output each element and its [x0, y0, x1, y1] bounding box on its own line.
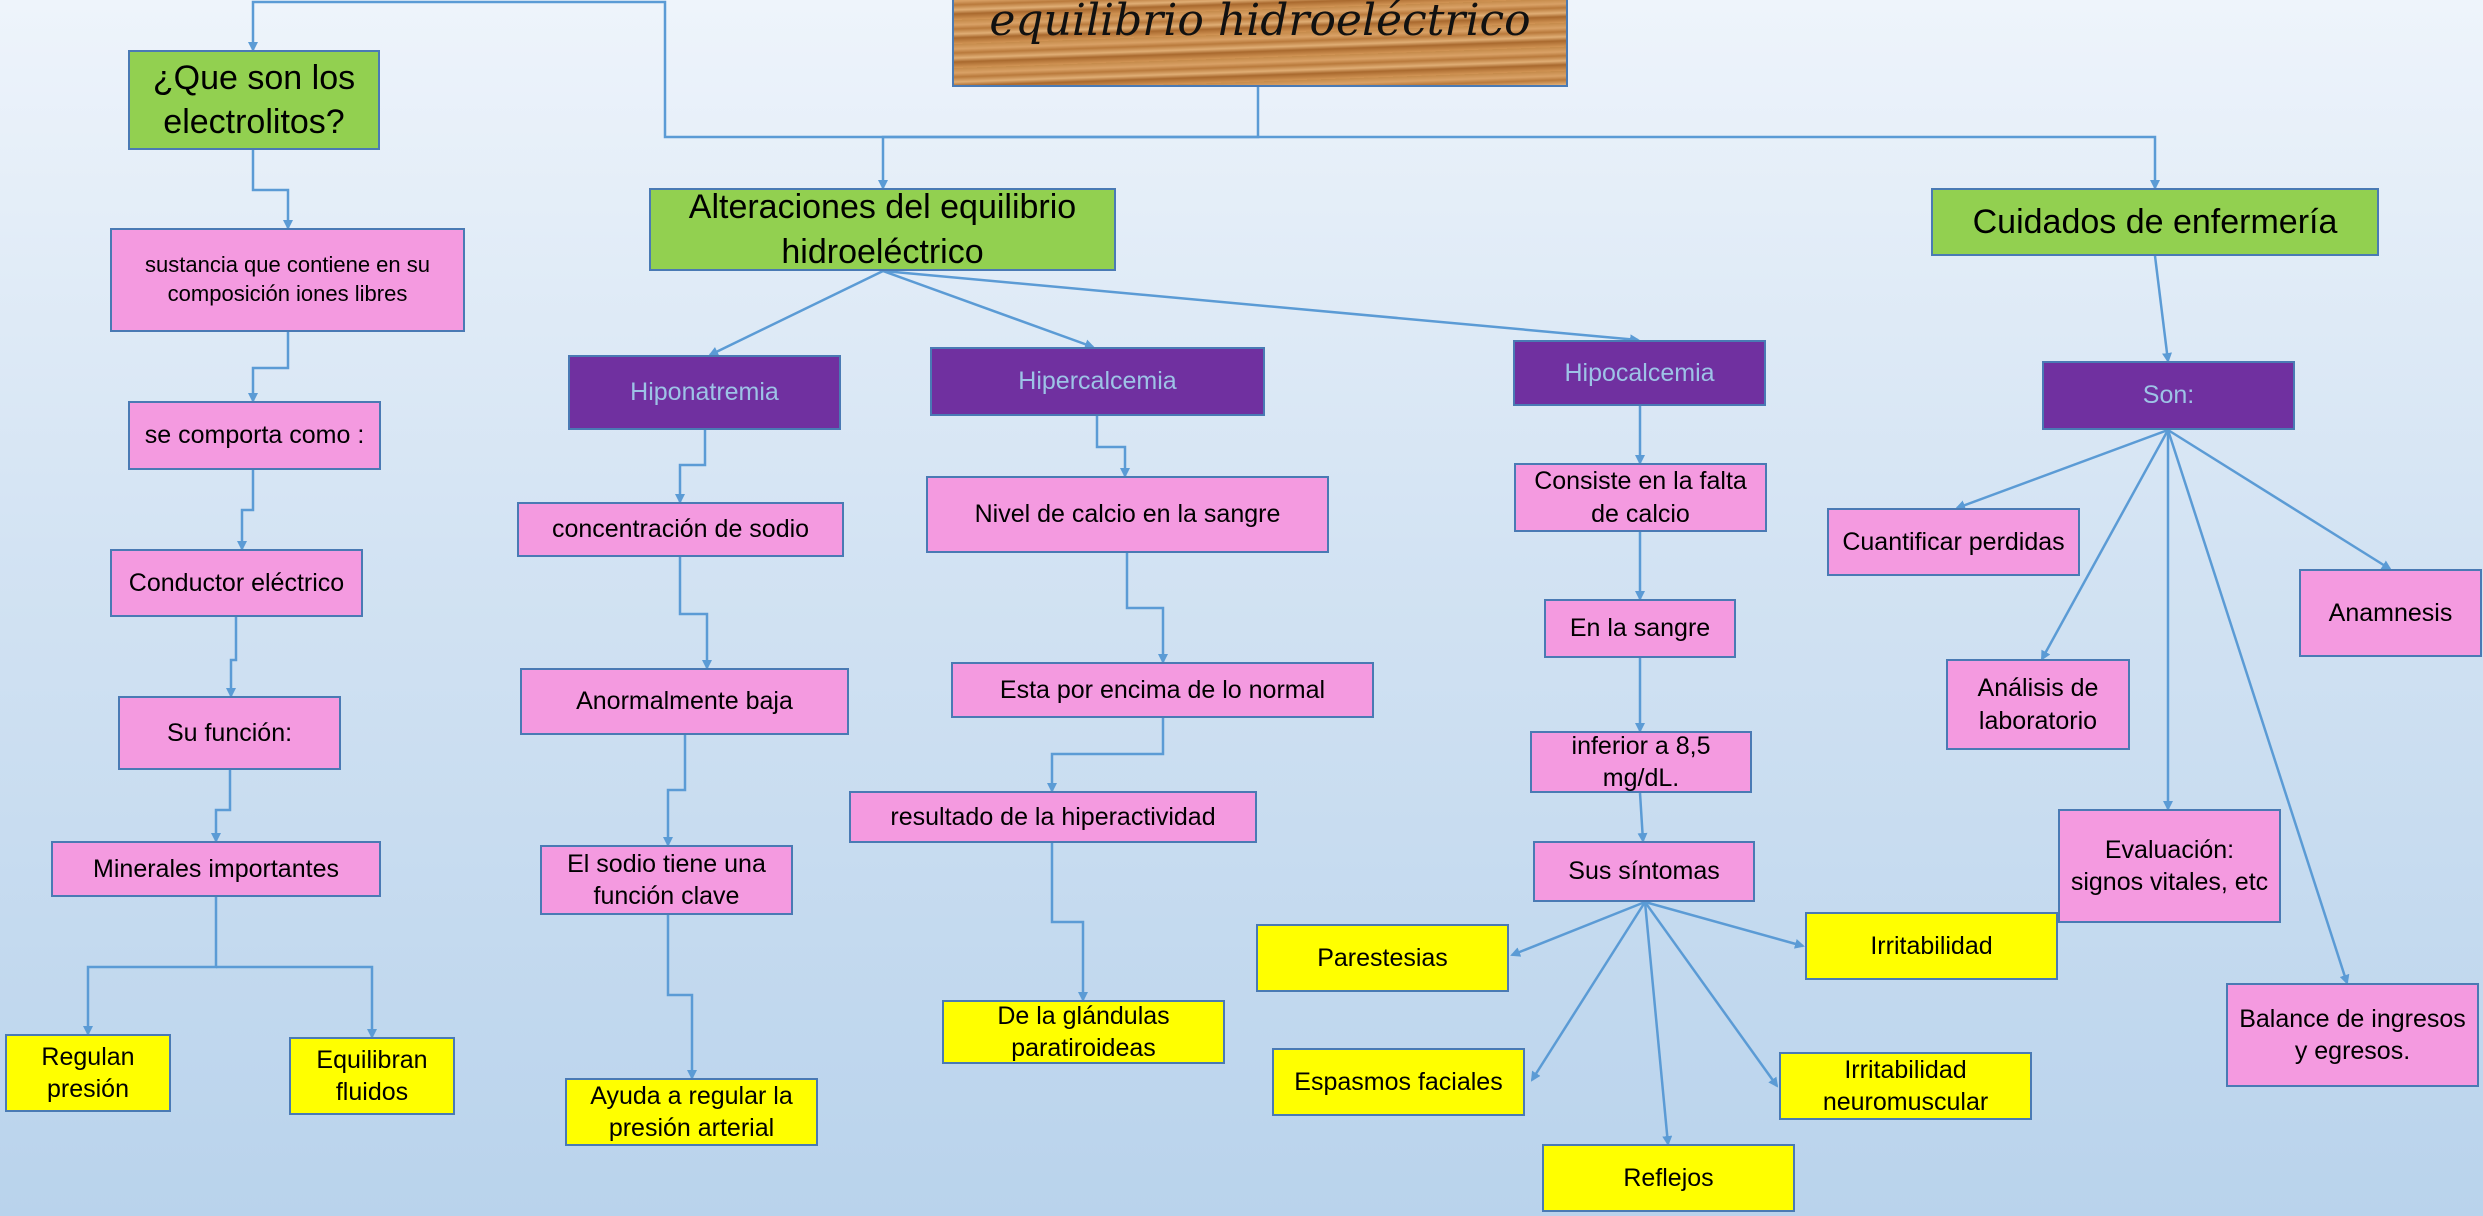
node-irritabilidad-neuromuscular: Irritabilidad neuromuscular — [1779, 1052, 2032, 1120]
title-text: equilibrio hidroeléctrico — [989, 0, 1531, 46]
connector — [83, 897, 218, 1036]
node-concentracion-sodio: concentración de sodio — [517, 502, 844, 557]
node-por-encima-normal: Esta por encima de lo normal — [951, 662, 1374, 718]
node-son: Son: — [2042, 361, 2295, 430]
connector — [1530, 901, 1647, 1082]
connector — [882, 269, 1640, 345]
node-sodio-funcion-clave: El sodio tiene una función clave — [540, 845, 793, 915]
connector — [237, 470, 255, 551]
connector — [1955, 428, 2169, 510]
connector — [708, 269, 884, 357]
connector — [678, 557, 712, 670]
node-hipercalcemia: Hipercalcemia — [930, 347, 1265, 416]
node-equilibran-fluidos: Equilibran fluidos — [289, 1037, 455, 1115]
node-balance-ingresos: Balance de ingresos y egresos. — [2226, 983, 2479, 1087]
connector — [211, 770, 232, 843]
node-sustancia: sustancia que contiene en su composición… — [110, 228, 465, 332]
node-analisis-laboratorio: Análisis de laboratorio — [1946, 659, 2130, 750]
connector — [2166, 429, 2350, 985]
connector — [666, 915, 697, 1080]
connector — [1125, 553, 1168, 664]
node-minerales-importantes: Minerales importantes — [51, 841, 381, 897]
node-se-comporta: se comporta como : — [128, 401, 381, 470]
node-anormalmente-baja: Anormalmente baja — [520, 668, 849, 735]
connector — [248, 0, 1258, 139]
connector — [1047, 718, 1165, 793]
node-glandulas-paratiroideas: De la glándulas paratiroideas — [942, 1000, 1225, 1064]
node-inferior-8-5: inferior a 8,5 mg/dL. — [1530, 731, 1752, 793]
node-irritabilidad: Irritabilidad — [1805, 912, 2058, 980]
node-hipocalcemia: Hipocalcemia — [1513, 340, 1766, 406]
node-cuidados-enfermeria: Cuidados de enfermería — [1931, 188, 2379, 256]
node-regulan-presion: Regulan presión — [5, 1034, 171, 1112]
node-resultado-hiperactividad: resultado de la hiperactividad — [849, 791, 1257, 843]
node-consiste-falta-calcio: Consiste en la falta de calcio — [1514, 463, 1767, 532]
node-cuantificar-perdidas: Cuantificar perdidas — [1827, 508, 2080, 576]
connector — [1510, 900, 1646, 957]
node-que-son-electrolitos: ¿Que son los electrolitos? — [128, 50, 380, 150]
connector — [882, 269, 1095, 349]
node-ayuda-regular: Ayuda a regular la presión arterial — [565, 1078, 818, 1146]
connector — [1643, 901, 1779, 1088]
connector — [1643, 901, 1673, 1146]
title-box: equilibrio hidroeléctrico — [952, 0, 1568, 87]
connector — [1644, 900, 1805, 949]
connector — [2040, 429, 2170, 661]
connector — [251, 150, 293, 230]
connector — [1050, 843, 1088, 1002]
connector — [1095, 416, 1130, 478]
connector — [1258, 135, 2160, 190]
node-hiponatremia: Hiponatremia — [568, 355, 841, 430]
connector — [2153, 255, 2172, 363]
node-espasmos-faciales: Espasmos faciales — [1272, 1048, 1525, 1116]
node-anamnesis: Anamnesis — [2299, 569, 2482, 657]
node-parestesias: Parestesias — [1256, 924, 1509, 992]
connector — [1637, 792, 1648, 843]
connector — [2167, 428, 2392, 571]
node-reflejos: Reflejos — [1542, 1144, 1795, 1212]
connector — [226, 617, 238, 698]
connector — [248, 332, 290, 403]
connector — [216, 965, 377, 1039]
node-alteraciones-equilibrio: Alteraciones del equilibrio hidroeléctri… — [649, 188, 1116, 271]
connector — [663, 735, 687, 847]
node-en-la-sangre: En la sangre — [1544, 599, 1736, 658]
connector — [675, 430, 707, 504]
node-conductor-electrico: Conductor eléctrico — [110, 549, 363, 617]
node-nivel-calcio: Nivel de calcio en la sangre — [926, 476, 1329, 553]
node-sus-sintomas: Sus síntomas — [1533, 841, 1755, 902]
node-su-funcion: Su función: — [118, 696, 341, 770]
node-evaluacion-signos: Evaluación: signos vitales, etc — [2058, 809, 2281, 923]
